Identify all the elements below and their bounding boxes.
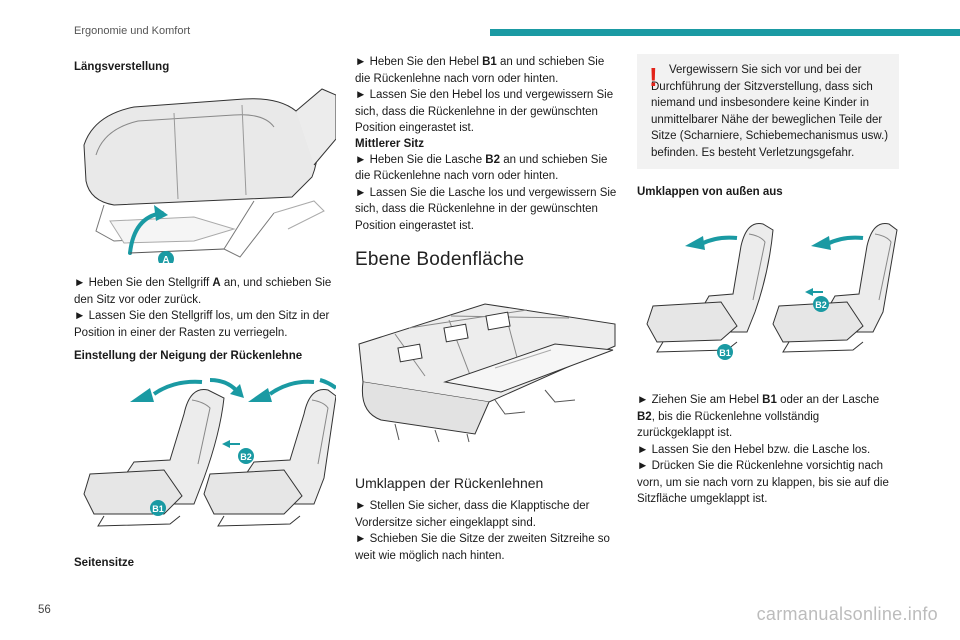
svg-text:B1: B1 [152, 504, 164, 514]
svg-text:B2: B2 [240, 452, 252, 462]
warning-text: Vergewissern Sie sich vor und bei der Du… [651, 64, 889, 159]
page-number: 56 [38, 604, 51, 616]
flat-floor-illustration [358, 303, 616, 443]
para-lever-b1: ► Heben Sie den Hebel B1 an und schieben… [355, 56, 605, 85]
heading-ebene-bodenflaeche: Ebene Bodenfläche [355, 249, 525, 270]
para-pull-lever: ► Ziehen Sie am Hebel B1 oder an der Las… [637, 394, 880, 439]
column-right: ! Vergewissern Sie sich vor und bei der … [637, 54, 899, 508]
backrest-tilt-illustration: B1 B2 [83, 378, 336, 527]
heading-laengsverstellung: Längsverstellung [74, 61, 170, 73]
label-b1-left-badge: B1 [150, 500, 166, 516]
heading-seitensitze: Seitensitze [74, 557, 135, 569]
svg-text:B2: B2 [815, 300, 827, 310]
para-schieben: ► Schieben Sie die Sitze der zweiten Sit… [355, 533, 610, 562]
label-b1-left-badge: B1 [717, 344, 733, 360]
column-left: Längsverstellung A ► Heben Sie den Stell… [74, 54, 336, 571]
para-klapptische: ► Stellen Sie sicher, dass die Klapptisc… [355, 500, 590, 529]
label-a-badge: A [158, 251, 174, 263]
warning-box: ! Vergewissern Sie sich vor und bei der … [637, 54, 899, 169]
svg-text:A: A [162, 255, 169, 263]
fold-from-outside-illustration: B1 B2 [646, 222, 898, 360]
para-release-b1: ► Lassen Sie den Hebel los und vergewiss… [355, 89, 614, 134]
para-lever-a: ► Heben Sie den Stellgriff A an, und sch… [74, 277, 332, 306]
heading-mittlerer-sitz: Mittlerer Sitz [355, 137, 425, 150]
warning-exclamation-icon: ! [649, 62, 658, 92]
para-tab-b2: ► Heben Sie die Lasche B2 an und schiebe… [355, 153, 608, 183]
para-push-forward: ► Drücken Sie die Rückenlehne vorsichtig… [637, 460, 889, 505]
running-header: Ergonomie und Komfort [74, 25, 191, 37]
seat-slide-illustration: A [83, 88, 336, 263]
label-b2-badge: B2 [813, 296, 829, 312]
heading-neigung: Einstellung der Neigung der Rückenlehne [74, 350, 303, 362]
para-release-lever: ► Lassen Sie den Stellgriff los, um den … [74, 310, 330, 339]
heading-umklappen-aussen: Umklappen von außen aus [637, 186, 783, 198]
heading-umklappen-rueckenlehnen: Umklappen der Rückenlehnen [355, 475, 544, 491]
para-release-b2: ► Lassen Sie die Lasche los und vergewis… [355, 186, 617, 232]
label-b2-badge: B2 [238, 448, 254, 464]
para-release: ► Lassen Sie den Hebel bzw. die Lasche l… [637, 443, 871, 456]
footer-watermark: carmanualsonline.info [756, 604, 938, 624]
column-middle: ► Heben Sie den Hebel B1 an und schieben… [355, 54, 617, 564]
svg-text:B1: B1 [719, 348, 731, 358]
header-accent-bar [490, 29, 960, 36]
